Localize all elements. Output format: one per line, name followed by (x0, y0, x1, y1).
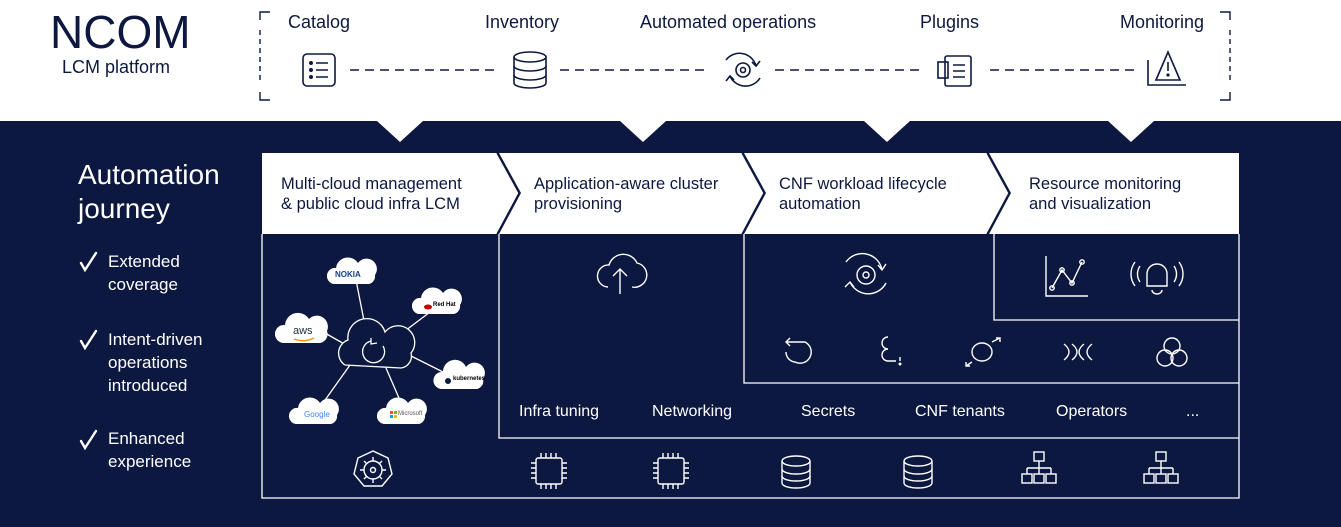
capability-more: ... (1186, 403, 1200, 420)
line-chart-icon (1045, 256, 1088, 297)
alert-monitor-icon (1147, 49, 1186, 86)
list-icon (302, 53, 336, 87)
network-topology-icon-2 (1143, 451, 1179, 484)
aws-cloud-icon (274, 312, 328, 343)
brand-title: NCOM (50, 6, 191, 58)
brand-subtitle: LCM platform (62, 57, 171, 77)
kubernetes-cloud-icon (433, 359, 485, 389)
stage-boxes (261, 234, 1240, 499)
network-topology-icon (1021, 451, 1057, 484)
stage-pointers (377, 121, 1154, 142)
top-platform-bar (259, 11, 1231, 101)
top-label-catalog: Catalog (288, 12, 351, 32)
top-label-automated-operations: Automated operations (640, 12, 817, 32)
google-label: Google (304, 410, 330, 419)
google-cloud-icon (288, 397, 339, 424)
storage-database-icon (781, 455, 811, 489)
cloud-upload-icon (596, 253, 648, 294)
journey-title: Automation journey (78, 159, 220, 224)
capability-secrets: Secrets (801, 403, 856, 420)
heal-icon (965, 337, 1001, 367)
alarm-bell-icon (1130, 261, 1184, 295)
capability-networking: Networking (652, 403, 733, 420)
gear-cycle-icon (725, 52, 761, 87)
top-label-inventory: Inventory (485, 12, 560, 32)
aws-label: aws (293, 325, 313, 337)
database-icon (513, 51, 547, 89)
top-label-monitoring: Monitoring (1120, 12, 1205, 32)
kubernetes-label: kubernetes (453, 376, 486, 382)
processor-chip-icon-2 (653, 453, 689, 489)
scale-icon (881, 336, 902, 366)
redhat-cloud-icon (411, 287, 462, 314)
capability-infra-tuning: Infra tuning (519, 403, 600, 420)
capability-operators: Operators (1056, 403, 1128, 420)
microsoft-cloud-icon (376, 397, 427, 424)
top-label-plugins: Plugins (920, 12, 980, 32)
processor-chip-icon (531, 453, 567, 489)
stage-multi-cloud: Multi-cloud management& public cloud inf… (281, 175, 462, 213)
stage-chevrons (262, 152, 1239, 235)
storage-database-icon-2 (903, 455, 933, 489)
plugin-document-icon (937, 55, 972, 87)
microsoft-label: Microsoft (398, 411, 423, 417)
venn-icon (1156, 337, 1188, 367)
kubernetes-helm-icon (353, 450, 393, 487)
checkmarks (79, 251, 98, 451)
redhat-label: Red Hat (433, 302, 456, 308)
cnf-gear-cycle-icon (844, 252, 887, 295)
capability-cnf-tenants: CNF tenants (915, 403, 1005, 420)
upgrade-dna-icon (1063, 343, 1093, 361)
nokia-cloud-icon (326, 257, 377, 284)
nokia-label: NOKIA (335, 270, 361, 279)
rollback-icon (785, 337, 812, 364)
